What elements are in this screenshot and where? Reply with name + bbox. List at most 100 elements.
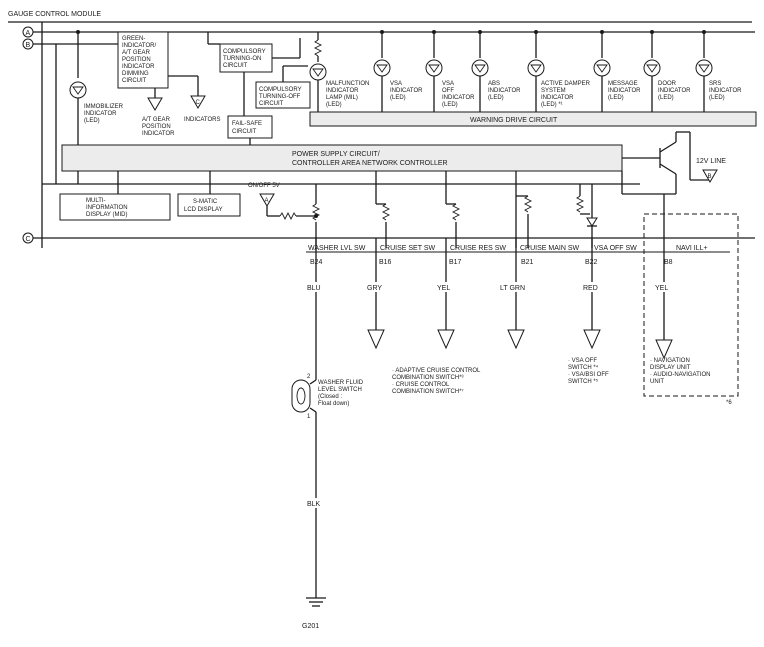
wire-blk: BLK [307, 501, 321, 508]
mil-label-3: LAMP (MIL) [326, 95, 358, 101]
led-icon [373, 59, 391, 77]
signal-name-cruise-main: CRUISE MAIN SW [520, 245, 580, 252]
navi-note-2: DISPLAY UNIT [650, 365, 691, 371]
dimming-label-3: A/T GEAR [122, 50, 151, 56]
pin-b17: B17 [449, 259, 462, 266]
washer-label-4: Float down) [318, 401, 349, 407]
mil-indicator: MALFUNCTION INDICATOR LAMP (MIL) (LED) [309, 32, 369, 112]
pin-b8: B8 [664, 259, 673, 266]
power-supply-label-2: CONTROLLER AREA NETWORK CONTROLLER [292, 160, 448, 167]
immobilizer-label-2: INDICATOR [84, 111, 117, 117]
smatic-display: S-MATIC LCD DISPLAY [177, 171, 241, 217]
washer-label-2: LEVEL SWITCH [318, 387, 362, 393]
cruise-set-connector-icon [367, 329, 385, 350]
wire-blu: BLU [307, 285, 321, 292]
vsa-off-connector-icon [583, 329, 601, 350]
door-label-2: INDICATOR [658, 88, 691, 94]
dimming-label-6: DIMMING [122, 71, 149, 77]
wire-colors: BLU GRY YEL LT GRN RED YEL [304, 282, 676, 292]
vsa-off-label-2: OFF [442, 88, 454, 94]
resistor-icon [279, 211, 297, 221]
door-label-1: DOOR [658, 81, 677, 87]
washer-pin-1: 1 [307, 414, 311, 420]
immobilizer-label-3: (LED) [84, 118, 100, 124]
navi-connector-icon [655, 339, 673, 360]
module-title: GAUGE CONTROL MODULE [8, 11, 101, 18]
onoff-label: ON/OFF 5V [248, 183, 280, 189]
message-label-3: (LED) [608, 95, 624, 101]
line12v-ref: B [708, 174, 712, 180]
led-icon [527, 59, 545, 77]
signal-name-cruise-res: CRUISE RES SW [450, 245, 506, 252]
vsa-note-1: · VSA OFF [568, 358, 597, 364]
srs-label-2: INDICATOR [709, 88, 742, 94]
vsa-off-indicator: VSA OFF INDICATOR (LED) [425, 30, 475, 112]
mil-label-1: MALFUNCTION [326, 81, 369, 87]
at-gear-label-1: A/T GEAR [142, 117, 171, 123]
pin-b16: B16 [379, 259, 392, 266]
srs-label-1: SRS [709, 81, 721, 87]
abs-label-1: ABS [488, 81, 500, 87]
navi-footnote: *6 [726, 400, 732, 406]
module-outline [8, 21, 752, 248]
vsa-note-3: · VSA/BSI OFF [568, 372, 609, 378]
diode-icon [586, 217, 598, 227]
vsa-switch-note: · VSA OFF SWITCH *⁴ · VSA/BSI OFF SWITCH… [568, 358, 609, 385]
pin-b21: B21 [521, 259, 534, 266]
message-label-1: MESSAGE [608, 81, 638, 87]
signal-name-vsa-off: VSA OFF SW [594, 245, 637, 252]
wire-yel-2: YEL [655, 285, 668, 292]
navi-note-1: · NAVIGATION [650, 358, 690, 364]
dimming-circuit: GREEN- INDICATOR/ A/T GEAR POSITION INDI… [56, 31, 169, 89]
mil-label-4: (LED) [326, 102, 342, 108]
washer-level-switch: 2 1 WASHER FLUID LEVEL SWITCH (Closed : … [291, 374, 364, 598]
bus-a-label: A [26, 30, 31, 37]
navi-unit: · NAVIGATION DISPLAY UNIT · AUDIO-NAVIGA… [643, 213, 739, 406]
bus-b: B [22, 38, 56, 50]
failsafe-label-2: CIRCUIT [232, 129, 257, 135]
mid-display: MULTI- INFORMATION DISPLAY (MID) [59, 171, 171, 221]
vsa-label-3: (LED) [390, 95, 406, 101]
signal-names: WASHER LVL SW CRUISE SET SW CRUISE RES S… [306, 245, 730, 253]
compulsory-on-label-2: TURNING-ON [223, 56, 261, 62]
bus-b-label: B [26, 42, 31, 49]
wire-gry: GRY [367, 285, 382, 292]
mid-label-3: DISPLAY (MID) [86, 212, 127, 218]
compulsory-off-label-1: COMPULSORY [259, 87, 302, 93]
dimming-label-5: INDICATOR [122, 64, 155, 70]
signal-name-washer: WASHER LVL SW [308, 245, 366, 252]
vsa-indicator: VSA INDICATOR (LED) [373, 30, 423, 112]
message-label-2: INDICATOR [608, 88, 641, 94]
pin-numbers: B24 B16 B17 B21 B22 B8 [310, 259, 673, 266]
signal-name-cruise-set: CRUISE SET SW [380, 245, 435, 252]
navi-note-4: UNIT [650, 379, 664, 385]
vsa-off-label-1: VSA [442, 81, 454, 87]
compulsory-off-label-3: CIRCUIT [259, 101, 284, 107]
compulsory-on-label-1: COMPULSORY [223, 49, 266, 55]
transistor-12v: 12V LINE B [621, 131, 726, 195]
washer-pin-2: 2 [307, 374, 311, 380]
vsa-off-label-3: INDICATOR [442, 95, 475, 101]
smatic-label-2: LCD DISPLAY [184, 207, 223, 213]
led-icon [695, 59, 713, 77]
bus-c: C [22, 232, 755, 244]
indicators-ref-letter: C [196, 100, 201, 106]
vsa-label-2: INDICATOR [390, 88, 423, 94]
abs-label-3: (LED) [488, 95, 504, 101]
cruise-main-connector-icon [507, 329, 525, 350]
vsa-label-1: VSA [390, 81, 402, 87]
vsa-note-4: SWITCH *⁵ [568, 378, 599, 385]
navi-note-3: · AUDIO-NAVIGATION [650, 372, 710, 378]
washer-label-1: WASHER FLUID [318, 380, 364, 386]
compulsory-on-label-3: CIRCUIT [223, 63, 248, 69]
smatic-label-1: S-MATIC [193, 199, 218, 205]
failsafe-circuit: FAIL-SAFE CIRCUIT [227, 72, 273, 145]
connector-triangles [367, 329, 673, 360]
message-indicator: MESSAGE INDICATOR (LED) [593, 30, 641, 112]
signal-name-navi: NAVI ILL+ [676, 245, 708, 252]
at-gear-label-2: POSITION [142, 124, 171, 130]
signal-feeds [311, 171, 598, 248]
cruise-note-4: COMBINATION SWITCH*⁷ [392, 388, 464, 395]
resistor-icon [313, 39, 323, 57]
cruise-note-3: · CRUISE CONTROL [392, 382, 450, 388]
